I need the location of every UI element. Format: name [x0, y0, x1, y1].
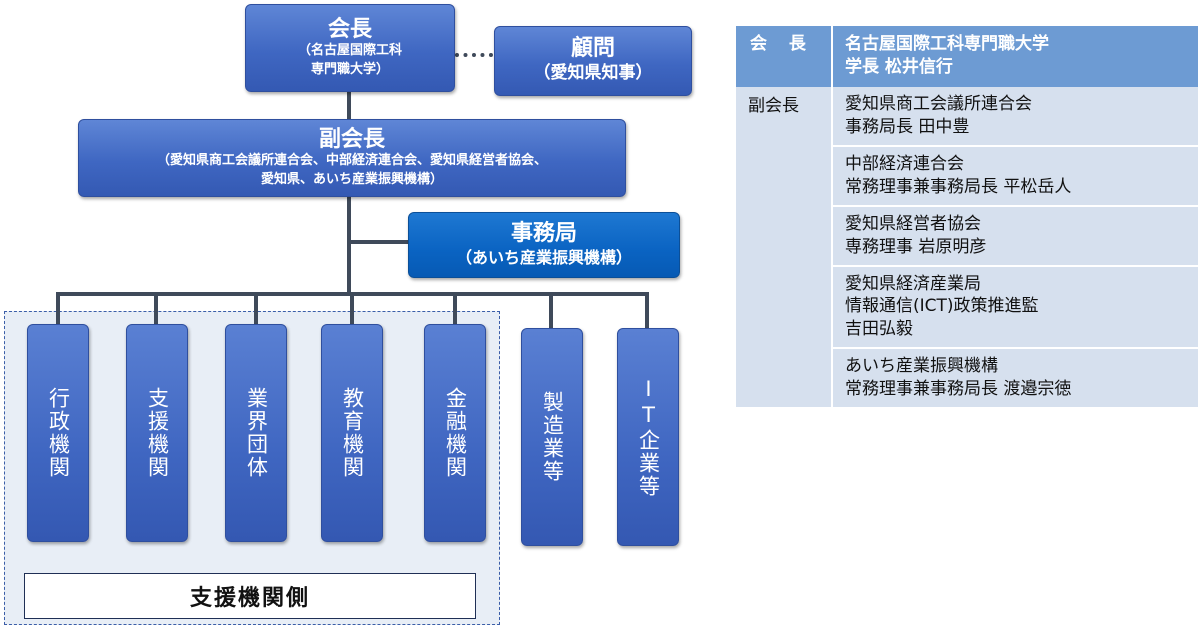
connector-vice-trunk	[347, 196, 351, 296]
advisor-box: 顧問 （愛知県知事）	[494, 26, 692, 96]
connector-drop-3	[254, 292, 258, 324]
vice-chair-title: 情報通信(ICT)政策推進監	[845, 296, 1039, 317]
connector-drop-1	[56, 292, 60, 324]
connector-secretariat	[347, 240, 409, 244]
member-box-support-org: 支援機関	[126, 324, 188, 542]
vice-chair-org: 愛知県商工会議所連合会	[845, 93, 1032, 114]
vice-chairman-box: 副会長 （愛知県商工会議所連合会、中部経済連合会、愛知県経営者協会、 愛知県、あ…	[78, 119, 626, 197]
table-row: 副会長 愛知県商工会議所連合会 事務局長 田中豊	[736, 86, 1198, 408]
chairman-role-cell: 会 長	[736, 26, 832, 87]
vice-chair-name: 常務理事兼事務局長 渡邉宗徳	[845, 379, 1072, 400]
table-row: 愛知県経済産業局 情報通信(ICT)政策推進監 吉田弘毅	[736, 264, 1198, 349]
chairman-title: 会長	[327, 16, 372, 42]
connector-drop-7	[645, 292, 649, 328]
officers-table: 会 長 名古屋国際工科専門職大学 学長 松井信行 副会長 愛知県商工会議所連合会…	[736, 26, 1198, 408]
vice-chair-cell: 愛知県商工会議所連合会 事務局長 田中豊	[831, 86, 1198, 146]
advisor-dotted-link	[455, 53, 493, 57]
member-box-industry-assoc: 業界団体	[225, 324, 287, 542]
chairman-sub-1: （名古屋国際工科	[297, 42, 402, 58]
vice-chair-name: 専務理事 岩原明彦	[845, 236, 987, 257]
vice-chair-org: 中部経済連合会	[845, 153, 964, 174]
vice-chair-cell: 中部経済連合会 常務理事兼事務局長 平松岳人	[831, 144, 1198, 206]
vice-chair-org: 愛知県経済産業局	[845, 273, 981, 294]
member-label: 行政機関	[46, 387, 71, 479]
chairman-name: 学長 松井信行	[845, 56, 953, 77]
vice-chair-name: 常務理事兼事務局長 平松岳人	[845, 176, 1072, 197]
member-box-administrative: 行政機関	[27, 324, 89, 542]
table-row: 中部経済連合会 常務理事兼事務局長 平松岳人	[736, 144, 1198, 206]
member-box-it: IT企業等	[617, 328, 679, 546]
member-label: 教育機関	[340, 387, 365, 479]
vice-chair-org: 愛知県経営者協会	[845, 213, 981, 234]
member-box-education: 教育機関	[321, 324, 383, 542]
vice-chair-name: 事務局長 田中豊	[845, 116, 970, 137]
connector-drop-5	[453, 292, 457, 324]
connector-drop-6	[549, 292, 553, 328]
connector-drop-4	[350, 292, 354, 324]
table-header-row: 会 長 名古屋国際工科専門職大学 学長 松井信行	[736, 26, 1198, 87]
chairman-person-cell: 名古屋国際工科専門職大学 学長 松井信行	[831, 26, 1198, 87]
vice-chair-role-cell: 副会長	[736, 86, 832, 408]
member-label: IT企業等	[636, 376, 661, 498]
support-group-label: 支援機関側	[24, 573, 476, 619]
connector-chair-vice	[347, 92, 351, 120]
connector-drop-2	[154, 292, 158, 324]
chairman-org: 名古屋国際工科専門職大学	[845, 34, 1049, 54]
member-box-finance: 金融機関	[424, 324, 486, 542]
vice-chair-cell: あいち産業振興機構 常務理事兼事務局長 渡邉宗徳	[831, 347, 1198, 408]
advisor-title: 顧問	[570, 36, 615, 62]
vice-chairman-title: 副会長	[318, 126, 385, 152]
vice-chair-cell: 愛知県経済産業局 情報通信(ICT)政策推進監 吉田弘毅	[831, 264, 1198, 349]
table-row: 愛知県経営者協会 専務理事 岩原明彦	[736, 204, 1198, 266]
member-label: 支援機関	[145, 387, 170, 479]
secretariat-title: 事務局	[510, 220, 577, 246]
vice-chairman-sub-1: （愛知県商工会議所連合会、中部経済連合会、愛知県経営者協会、	[156, 152, 547, 168]
table-row: あいち産業振興機構 常務理事兼事務局長 渡邉宗徳	[736, 347, 1198, 408]
advisor-sub: （愛知県知事）	[533, 63, 653, 84]
member-box-manufacturing: 製造業等	[521, 328, 583, 546]
chairman-sub-2: 専門職大学）	[310, 61, 389, 77]
secretariat-box: 事務局 （あいち産業振興機構）	[408, 212, 680, 278]
vice-chairman-sub-2: 愛知県、あいち産業振興機構）	[260, 171, 443, 187]
member-label: 製造業等	[540, 391, 565, 483]
chairman-box: 会長 （名古屋国際工科 専門職大学）	[245, 4, 455, 92]
vice-chair-org: あいち産業振興機構	[845, 356, 998, 377]
member-label: 金融機関	[443, 387, 468, 479]
vice-chair-name: 吉田弘毅	[845, 319, 913, 340]
secretariat-sub: （あいち産業振興機構）	[455, 248, 632, 268]
member-label: 業界団体	[244, 387, 269, 479]
vice-chair-cell: 愛知県経営者協会 専務理事 岩原明彦	[831, 204, 1198, 266]
